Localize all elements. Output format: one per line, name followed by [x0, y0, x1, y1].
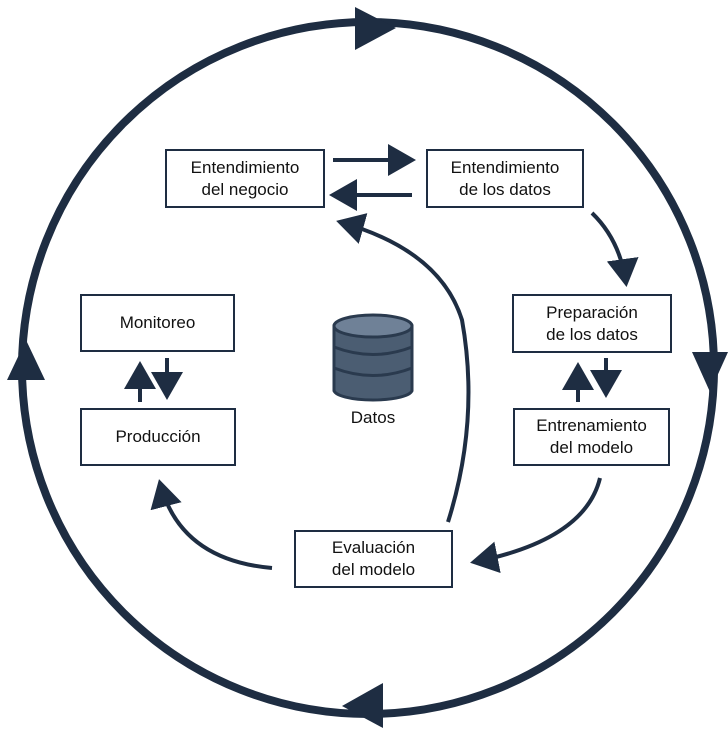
arrow-training-to-evaluation — [470, 477, 602, 574]
database-label: Datos — [350, 408, 396, 427]
arrow-evaluation-to-business — [336, 213, 471, 523]
node-monitoring: Monitoreo — [80, 294, 235, 352]
node-evaluation-line1: Evaluación — [331, 538, 416, 557]
node-monitoring-line1: Monitoreo — [119, 313, 196, 332]
node-business-understanding: Entendimiento del negocio — [165, 149, 325, 208]
node-data-line2: de los datos — [459, 179, 551, 199]
cycle-arrow-top-icon — [355, 7, 396, 50]
node-data-line1: Entendimiento — [450, 157, 560, 177]
arrow-evaluation-to-production — [150, 479, 273, 570]
node-business-line2: del negocio — [201, 179, 289, 199]
arrow-data-to-preparation — [590, 211, 639, 287]
cycle-arrow-left-icon — [7, 340, 45, 380]
node-evaluation-line2: del modelo — [331, 560, 416, 579]
node-training-line2: del modelo — [549, 438, 634, 457]
node-training-line1: Entrenamiento — [536, 416, 647, 435]
node-data-understanding: Entendimiento de los datos — [426, 149, 584, 208]
cycle-arrow-bottom-icon — [342, 683, 383, 728]
node-data-preparation: Preparación de los datos — [512, 294, 672, 353]
node-model-evaluation: Evaluación del modelo — [294, 530, 453, 588]
node-preparation-line2: de los datos — [546, 324, 638, 344]
node-preparation-line1: Preparación — [546, 302, 638, 322]
node-production: Producción — [80, 408, 236, 466]
node-model-training: Entrenamiento del modelo — [513, 408, 670, 466]
database-icon — [332, 313, 414, 402]
node-production-line1: Producción — [115, 427, 201, 446]
node-business-line1: Entendimiento — [190, 157, 300, 177]
cycle-arrow-right-icon — [692, 352, 728, 392]
